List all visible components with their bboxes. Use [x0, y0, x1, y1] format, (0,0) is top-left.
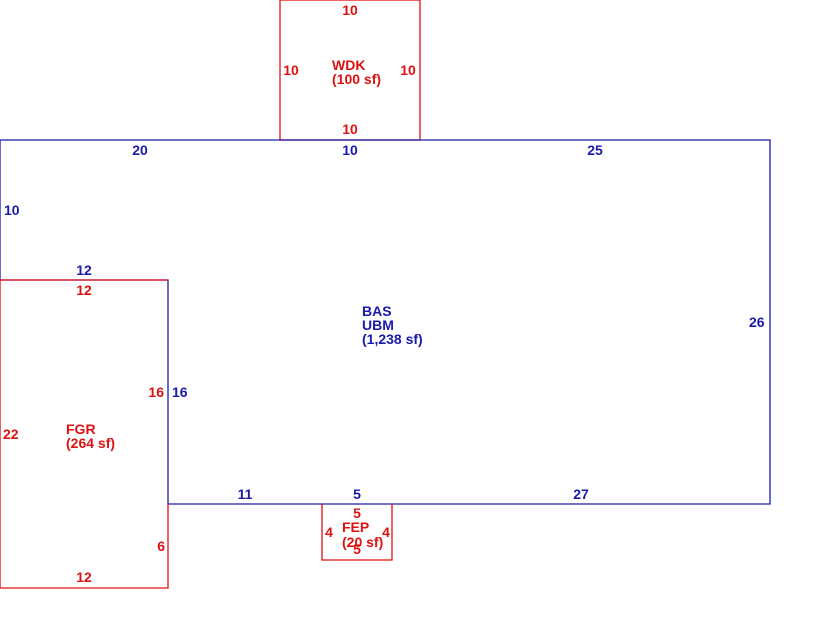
fgr-area-label: (264 sf): [66, 435, 115, 451]
bas-dim-inner: 16: [172, 384, 188, 400]
bas-area-label: (1,238 sf): [362, 331, 423, 347]
bas-dim-bottom-mid: 5: [353, 486, 361, 502]
fep-area: 5 4 4 5 FEP (20 sf): [321, 504, 393, 561]
wdk-dim-bottom: 10: [342, 121, 358, 137]
bas-dim-top-left: 20: [132, 142, 148, 158]
bas-dim-top-right: 25: [587, 142, 603, 158]
fgr-dim-bottom: 12: [76, 569, 92, 585]
bas-area: 20 10 25 10 12 26 16 11 5 27 BAS UBM (1,…: [0, 139, 771, 505]
wdk-dim-left: 10: [283, 62, 299, 78]
wdk-area: 10 10 10 10 WDK (100 sf): [279, 0, 421, 141]
fep-outline: [321, 504, 393, 561]
fep-dim-top: 5: [353, 505, 361, 521]
fgr-dim-right-lower: 6: [157, 538, 165, 554]
wdk-label: WDK: [332, 57, 365, 73]
wdk-dim-right: 10: [400, 62, 416, 78]
fgr-outline: [0, 279, 169, 589]
bas-dim-left: 10: [4, 202, 20, 218]
bas-label-secondary: UBM: [362, 317, 394, 333]
fep-label: FEP: [342, 519, 369, 535]
fgr-label: FGR: [66, 421, 96, 437]
bas-dim-top-mid: 10: [342, 142, 358, 158]
fgr-dim-right-upper: 16: [148, 384, 164, 400]
wdk-area-label: (100 sf): [332, 71, 381, 87]
fgr-dim-left: 22: [3, 426, 19, 442]
bas-dim-step: 12: [76, 262, 92, 278]
fgr-dim-top: 12: [76, 282, 92, 298]
wdk-dim-top: 10: [342, 2, 358, 18]
bas-dim-right: 26: [749, 314, 765, 330]
bas-dim-bottom-left: 11: [238, 486, 253, 502]
fep-dim-right: 4: [382, 524, 390, 540]
fep-area-label: (20 sf): [342, 534, 383, 550]
fgr-area: 12 22 16 6 12 FGR (264 sf): [0, 279, 169, 589]
bas-dim-bottom-right: 27: [573, 486, 589, 502]
bas-label: BAS: [362, 303, 392, 319]
fep-dim-bottom: 5: [353, 541, 361, 557]
fep-dim-left: 4: [325, 524, 333, 540]
